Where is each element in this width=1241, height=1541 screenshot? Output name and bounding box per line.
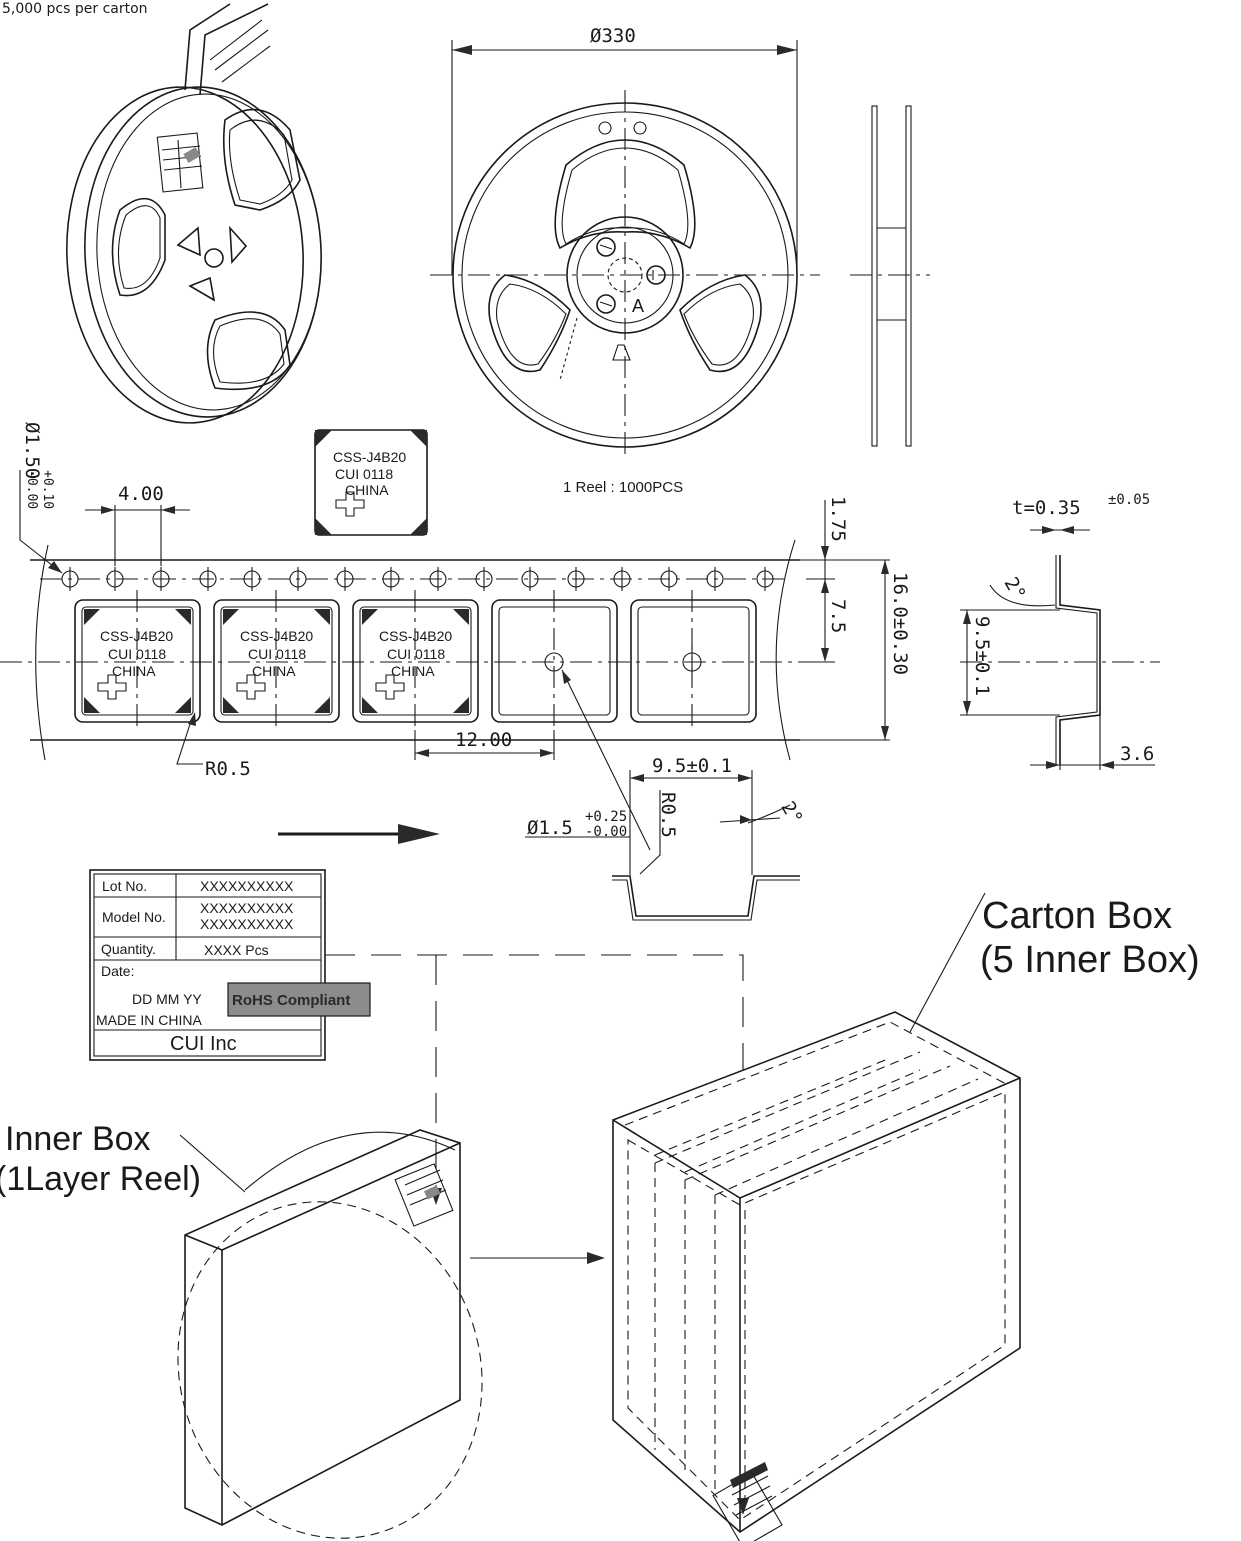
side-section: t=0.35 ±0.05 9.5±0.1 2° 3.6 bbox=[960, 492, 1160, 770]
pocket-width-dim: 9.5±0.1 bbox=[652, 755, 732, 777]
pocket-pitch-dim: 12.00 bbox=[455, 729, 512, 751]
carton-box-line1: Carton Box bbox=[982, 895, 1172, 937]
reel-side-view bbox=[850, 105, 930, 447]
part-marking-line2: CUI 0118 bbox=[335, 466, 393, 482]
carton-box-line2: (5 Inner Box) bbox=[980, 939, 1200, 981]
model-label: Model No. bbox=[102, 909, 166, 925]
part-marking-line3: CHINA bbox=[345, 482, 389, 498]
pocket-hole-tol-plus: +0.25 bbox=[585, 809, 627, 825]
pocket-hole-dim: Ø1.5 bbox=[527, 817, 573, 839]
reel-caption: 1 Reel : 1000PCS bbox=[563, 479, 683, 496]
quantity-value: XXXX Pcs bbox=[204, 942, 269, 958]
hole-pitch-dim: 4.00 bbox=[118, 483, 164, 505]
pocket-section: 9.5±0.1 R0.5 2° bbox=[612, 755, 807, 921]
pocket3-marking-line2: CUI 0118 bbox=[387, 646, 445, 662]
rohs-text: RoHS Compliant bbox=[232, 992, 350, 1009]
date-value: DD MM YY bbox=[132, 991, 202, 1007]
reel-front-view: Ø330 A 1 Reel : 1000PCS bbox=[430, 25, 820, 496]
inner-box: Inner Box (1Layer Reel) bbox=[0, 1120, 483, 1539]
pocket2-marking-line3: CHINA bbox=[252, 663, 296, 679]
pocket1-marking-line2: CUI 0118 bbox=[108, 646, 166, 662]
lot-value: XXXXXXXXXX bbox=[200, 878, 294, 894]
made-in-text: MADE IN CHINA bbox=[96, 1012, 202, 1028]
inner-box-line2: (1Layer Reel) bbox=[0, 1160, 201, 1198]
quantity-label: Quantity. bbox=[101, 941, 156, 957]
date-label: Date: bbox=[101, 963, 134, 979]
pocket-5-empty bbox=[630, 599, 757, 723]
part-top-view: CSS-J4B20 CUI 0118 CHINA bbox=[314, 429, 428, 536]
reel-isometric-view bbox=[66, 3, 322, 424]
thickness-tol: ±0.05 bbox=[1108, 492, 1150, 508]
pocket1-marking-line3: CHINA bbox=[112, 663, 156, 679]
sprocket-hole-tol-minus: -0.00 bbox=[24, 470, 39, 509]
rohs-badge bbox=[227, 982, 371, 1017]
part-marking-line1: CSS-J4B20 bbox=[333, 449, 406, 465]
header-note: 5,000 pcs per carton bbox=[2, 1, 148, 17]
pocket2-marking-line1: CSS-J4B20 bbox=[240, 628, 313, 644]
lot-label: Lot No. bbox=[102, 878, 147, 894]
pocket2-marking-line2: CUI 0118 bbox=[248, 646, 306, 662]
reel-hub-label: A bbox=[632, 296, 644, 316]
inner-box-line1: Inner Box bbox=[5, 1120, 151, 1158]
side-height-dim: 9.5±0.1 bbox=[971, 616, 993, 696]
pocket3-marking-line3: CHINA bbox=[391, 663, 435, 679]
model-value-1: XXXXXXXXXX bbox=[200, 900, 294, 916]
side-angle-dim: 2° bbox=[1000, 574, 1030, 605]
pocket-hole-tol-minus: -0.00 bbox=[585, 824, 627, 840]
pocket-radius-dim: R0.5 bbox=[657, 792, 679, 838]
corner-radius-dim: R0.5 bbox=[205, 758, 251, 780]
sprocket-hole-tol-plus: +0.10 bbox=[40, 470, 55, 509]
company-text: CUI Inc bbox=[170, 1033, 237, 1055]
edge-to-hole-dim: 1.75 bbox=[827, 496, 849, 542]
tape-width-dim: 16.0±0.30 bbox=[889, 572, 911, 675]
reel-diameter-dim: Ø330 bbox=[590, 25, 636, 47]
shipping-label: Lot No. XXXXXXXXXX Model No. XXXXXXXXXX … bbox=[89, 869, 371, 1061]
sprocket-hole-dim: Ø1.50 bbox=[21, 422, 43, 479]
hole-to-center-dim: 7.5 bbox=[827, 599, 849, 633]
pocket-2: CSS-J4B20 CUI 0118 CHINA bbox=[213, 599, 340, 723]
side-depth-dim: 3.6 bbox=[1120, 743, 1154, 765]
pocket3-marking-line1: CSS-J4B20 bbox=[379, 628, 452, 644]
pocket-3: CSS-J4B20 CUI 0118 CHINA bbox=[352, 599, 479, 723]
carrier-tape-view: CSS-J4B20 CUI 0118 CHINA CSS-J4B20 CUI 0… bbox=[0, 422, 911, 851]
carton-box: Carton Box (5 Inner Box) bbox=[612, 892, 1200, 1541]
model-value-2: XXXXXXXXXX bbox=[200, 916, 294, 932]
pocket-angle-dim: 2° bbox=[776, 798, 806, 829]
sprocket-holes bbox=[61, 567, 774, 591]
thickness-dim: t=0.35 bbox=[1012, 497, 1081, 519]
